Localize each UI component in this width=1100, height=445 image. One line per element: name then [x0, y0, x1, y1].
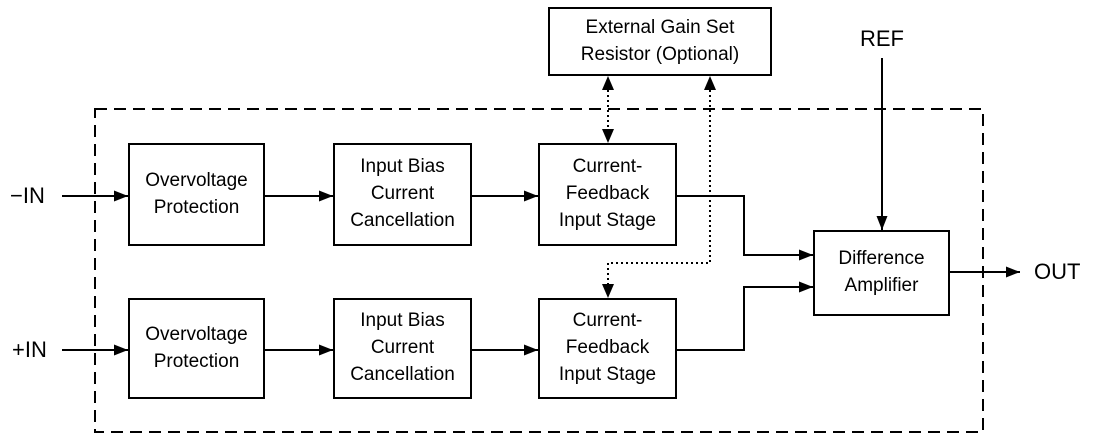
solid-signal-arrows	[62, 58, 1020, 356]
pin-label-ref: REF	[860, 26, 904, 51]
arrowhead-down-cfb-bottom	[602, 284, 614, 298]
block-difference-amplifier: Difference Amplifier	[813, 230, 950, 316]
chip-boundary-dashed-box	[94, 108, 984, 433]
pin-label-out: OUT	[1034, 259, 1081, 284]
block-overvoltage-protection-bottom: Overvoltage Protection	[128, 298, 265, 399]
arrow-cfb-top-to-diff-amp	[677, 195, 813, 261]
block-overvoltage-protection-top: Overvoltage Protection	[128, 143, 265, 246]
arrowhead-up-gain-left	[602, 76, 614, 90]
dotted-gain-set-connections	[602, 76, 716, 298]
arrow-cfb-bottom-to-diff-amp	[677, 281, 813, 351]
dotted-line-gain-to-cfb-bottom	[607, 90, 711, 285]
pin-label-pos-in: +IN	[12, 337, 47, 362]
arrowhead-up-gain-right	[704, 76, 716, 90]
block-input-bias-cancellation-bottom: Input Bias Current Cancellation	[333, 298, 472, 399]
block-current-feedback-input-stage-top: Current- Feedback Input Stage	[538, 143, 677, 246]
pin-label-neg-in: −IN	[10, 183, 45, 208]
arrowhead-down-cfb-top	[602, 129, 614, 143]
block-external-gain-resistor: External Gain Set Resistor (Optional)	[548, 7, 772, 76]
block-input-bias-cancellation-top: Input Bias Current Cancellation	[333, 143, 472, 246]
block-current-feedback-input-stage-bottom: Current- Feedback Input Stage	[538, 298, 677, 399]
